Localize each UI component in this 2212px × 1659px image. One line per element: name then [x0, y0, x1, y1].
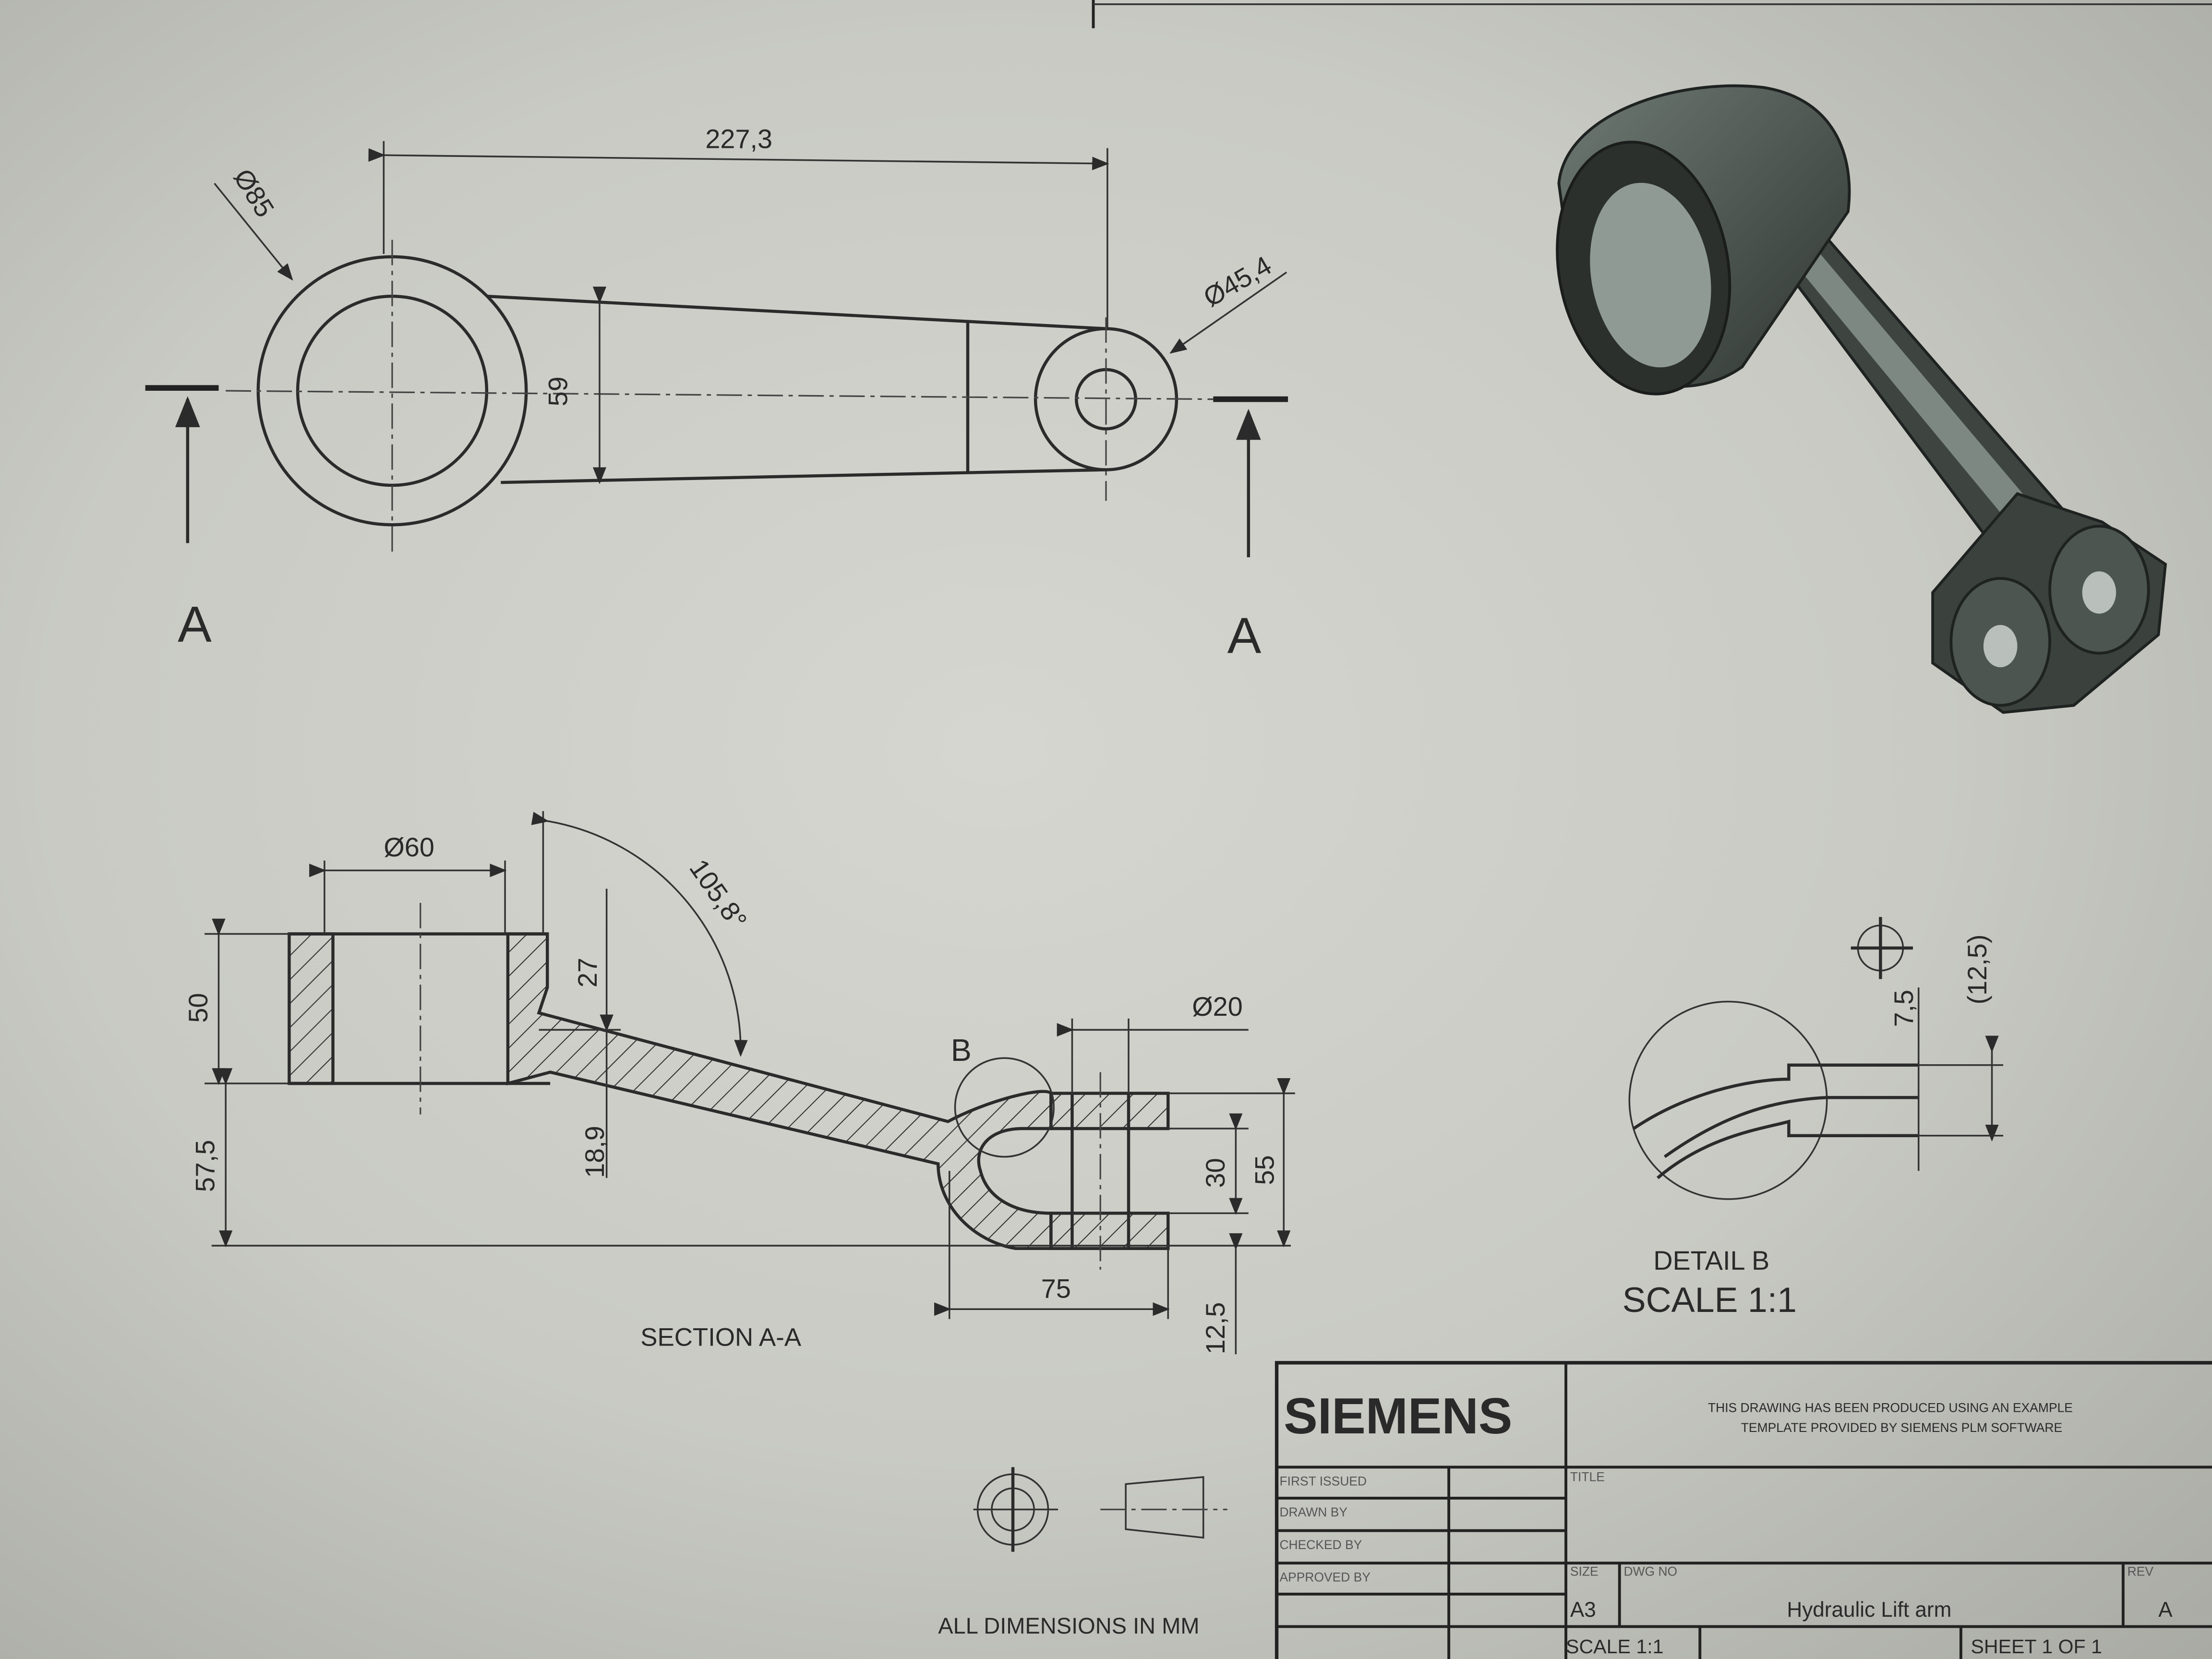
- label-dwg-no: DWG NO: [1624, 1564, 1678, 1579]
- units-note: ALL DIMENSIONS IN MM: [938, 1613, 1199, 1638]
- detail-marker: B: [951, 1033, 972, 1068]
- dim-30: 30: [1200, 1158, 1230, 1188]
- detail-view: 7,5 (12,5) DETAIL B SCALE 1:1: [1623, 917, 2004, 1320]
- label-checked-by: CHECKED BY: [1279, 1538, 1362, 1552]
- label-first-issued: FIRST ISSUED: [1279, 1474, 1367, 1489]
- projection-symbol-icon: [973, 1467, 1227, 1552]
- section-label-left: A: [178, 596, 212, 653]
- dim-27: 27: [572, 958, 602, 987]
- detail-title: DETAIL B: [1653, 1245, 1769, 1275]
- dim-7-5: 7,5: [1888, 990, 1919, 1027]
- label-drawn-by: DRAWN BY: [1279, 1505, 1347, 1519]
- dim-55: 55: [1250, 1155, 1280, 1185]
- drawing-name: Hydraulic Lift arm: [1787, 1598, 1951, 1622]
- label-approved-by: APPROVED BY: [1279, 1570, 1370, 1584]
- dim-width: 59: [542, 376, 573, 406]
- dim-12-5-ref: (12,5): [1962, 935, 1992, 1005]
- section-label-right: A: [1227, 608, 1262, 664]
- label-title: TITLE: [1570, 1470, 1605, 1484]
- detail-scale: SCALE 1:1: [1623, 1280, 1797, 1320]
- scale: SCALE 1:1: [1566, 1635, 1663, 1658]
- disclaimer-line-1: THIS DRAWING HAS BEEN PRODUCED USING AN …: [1708, 1401, 2073, 1415]
- section-view: Ø60 105,8° 50 57,5 27 18,9 Ø20 30 55 12,…: [183, 811, 1295, 1354]
- siemens-logo: SIEMENS: [1284, 1388, 1512, 1444]
- isometric-model-view: [1556, 84, 2167, 714]
- section-title: SECTION A-A: [640, 1323, 802, 1352]
- title-block: SIEMENS THIS DRAWING HAS BEEN PRODUCED U…: [1274, 1361, 2212, 1659]
- sheet-size: A3: [1570, 1598, 1596, 1622]
- dim-small-diameter: Ø45,4: [1198, 250, 1276, 313]
- label-size: SIZE: [1570, 1564, 1599, 1579]
- top-view: A A 227,3 Ø85 Ø45,4 59: [145, 124, 1288, 664]
- dim-75: 75: [1041, 1274, 1071, 1304]
- dim-length: 227,3: [705, 124, 772, 154]
- dim-angle: 105,8°: [684, 854, 753, 935]
- dim-height-57-5: 57,5: [190, 1140, 220, 1192]
- crosshair-icon: [1851, 917, 1913, 979]
- label-rev: REV: [2128, 1564, 2154, 1579]
- dim-big-diameter: Ø85: [228, 163, 280, 222]
- revision: A: [2158, 1598, 2173, 1622]
- sheet-number: SHEET 1 OF 1: [1971, 1635, 2102, 1658]
- dim-18-9: 18,9: [579, 1126, 610, 1178]
- dim-bore: Ø60: [384, 832, 434, 862]
- dim-12-5: 12,5: [1200, 1302, 1230, 1355]
- disclaimer-line-2: TEMPLATE PROVIDED BY SIEMENS PLM SOFTWAR…: [1741, 1420, 2062, 1435]
- dim-pin: Ø20: [1192, 991, 1243, 1022]
- sheet-border: [1092, 0, 2212, 28]
- dim-height-50: 50: [183, 993, 213, 1023]
